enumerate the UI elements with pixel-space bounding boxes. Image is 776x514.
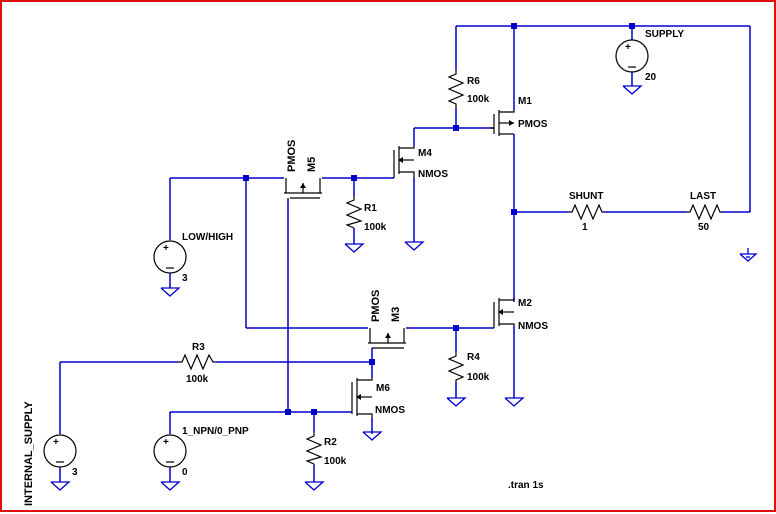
resistor-r1[interactable] bbox=[345, 196, 363, 229]
m6-name: M6 bbox=[376, 383, 390, 394]
r2-name: R2 bbox=[324, 437, 337, 448]
svg-text:+: + bbox=[53, 437, 59, 448]
resistor-r2[interactable] bbox=[305, 432, 323, 465]
m6-model: NMOS bbox=[375, 405, 405, 416]
ground-icon bbox=[304, 481, 325, 491]
mosfet-m3[interactable] bbox=[368, 328, 406, 349]
r6-value: 100k bbox=[467, 94, 490, 105]
mosfet-m2[interactable] bbox=[493, 298, 515, 328]
ground-icon bbox=[504, 397, 525, 407]
npnpnp-value: 0 bbox=[182, 467, 188, 478]
ground-icon bbox=[622, 85, 643, 95]
m5-model: PMOS bbox=[286, 140, 298, 172]
ground-icon bbox=[739, 248, 758, 262]
shunt-name: SHUNT bbox=[569, 191, 603, 202]
last-value: 50 bbox=[698, 222, 710, 233]
ground-icon bbox=[160, 481, 181, 491]
m4-model: NMOS bbox=[418, 169, 448, 180]
svg-text:+: + bbox=[625, 42, 631, 53]
junctions bbox=[243, 23, 635, 415]
m1-model: PMOS bbox=[518, 119, 548, 130]
ground-icon bbox=[50, 481, 71, 491]
shunt-value: 1 bbox=[582, 222, 588, 233]
ground-icon bbox=[404, 241, 425, 251]
m5-name: M5 bbox=[306, 157, 318, 172]
last-name: LAST bbox=[690, 191, 716, 202]
voltage-source-supply[interactable]: + bbox=[615, 38, 649, 86]
internal-supply-name: INTERNAL_SUPPLY bbox=[23, 401, 35, 506]
r3-value: 100k bbox=[186, 374, 209, 385]
mosfets bbox=[284, 110, 515, 418]
r6-name: R6 bbox=[467, 76, 480, 87]
wires bbox=[59, 25, 751, 482]
r2-value: 100k bbox=[324, 456, 347, 467]
resistor-r6[interactable] bbox=[447, 70, 465, 108]
m2-name: M2 bbox=[518, 298, 532, 309]
ground-icon bbox=[160, 287, 181, 297]
spice-directive[interactable]: .tran 1s bbox=[508, 480, 544, 491]
ground-icon bbox=[344, 243, 365, 253]
npnpnp-name: 1_NPN/0_PNP bbox=[182, 426, 249, 437]
resistor-last[interactable] bbox=[686, 203, 722, 221]
lowhigh-name: LOW/HIGH bbox=[182, 232, 233, 243]
m1-name: M1 bbox=[518, 96, 532, 107]
r1-value: 100k bbox=[364, 222, 387, 233]
labels: SUPPLY 20 R6 100k M1 PMOS M4 NMOS R1 100… bbox=[23, 29, 716, 506]
m3-name: M3 bbox=[390, 307, 402, 322]
voltage-source-lowhigh[interactable]: + bbox=[153, 240, 187, 288]
resistor-shunt[interactable] bbox=[568, 203, 604, 221]
m4-name: M4 bbox=[418, 148, 432, 159]
voltage-source-npn-pnp[interactable]: + bbox=[153, 434, 187, 482]
mosfet-m6[interactable] bbox=[351, 378, 373, 418]
resistors bbox=[178, 70, 722, 465]
internal-supply-value: 3 bbox=[72, 467, 78, 478]
ground-icon bbox=[362, 431, 383, 441]
m2-model: NMOS bbox=[518, 321, 548, 332]
svg-text:+: + bbox=[163, 243, 169, 254]
m3-model: PMOS bbox=[370, 290, 382, 322]
lowhigh-value: 3 bbox=[182, 273, 188, 284]
supply-value: 20 bbox=[645, 72, 657, 83]
mosfet-m1[interactable] bbox=[490, 110, 515, 136]
ground-icon bbox=[446, 397, 467, 407]
mosfet-m5[interactable] bbox=[284, 178, 322, 199]
r3-name: R3 bbox=[192, 342, 205, 353]
r4-name: R4 bbox=[467, 352, 480, 363]
voltage-sources: + + + + bbox=[43, 38, 649, 482]
mosfet-m4[interactable] bbox=[393, 146, 415, 178]
supply-name: SUPPLY bbox=[645, 29, 684, 40]
svg-text:+: + bbox=[163, 437, 169, 448]
resistor-r4[interactable] bbox=[447, 352, 465, 382]
r1-name: R1 bbox=[364, 203, 377, 214]
r4-value: 100k bbox=[467, 372, 490, 383]
resistor-r3[interactable] bbox=[178, 353, 216, 371]
ground-symbols bbox=[50, 85, 758, 491]
voltage-source-internal-supply[interactable]: + bbox=[43, 434, 77, 482]
